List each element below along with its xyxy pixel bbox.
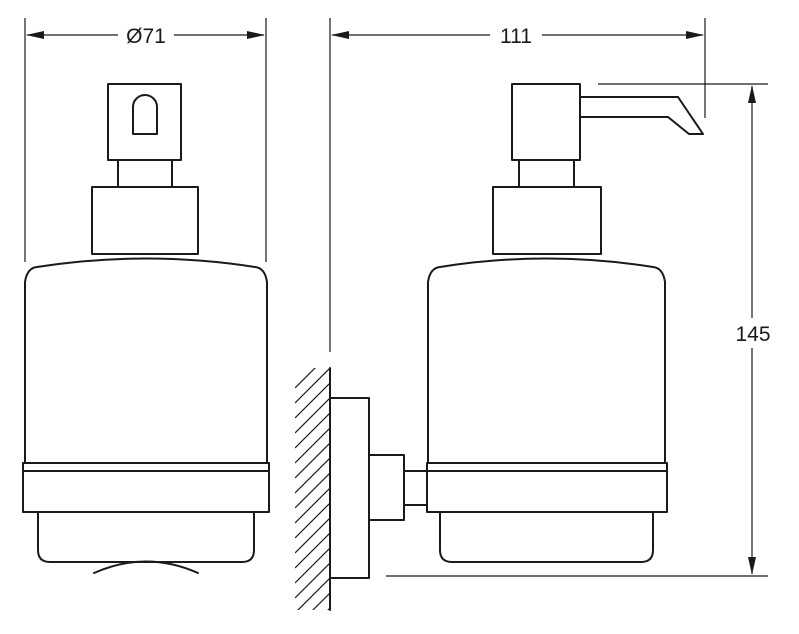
- diameter-arrow-right: [247, 31, 265, 39]
- width-label-bg: [490, 22, 542, 48]
- side-glass-body: [427, 257, 666, 464]
- wall-hatching: [295, 368, 330, 610]
- front-collar: [91, 186, 199, 255]
- side-collar: [492, 186, 602, 255]
- front-holder-ring: [22, 462, 270, 513]
- width-arrow-right: [686, 31, 704, 39]
- front-glass-body: [24, 257, 268, 464]
- height-arrow-bottom: [748, 557, 756, 575]
- front-pump-slot: [132, 94, 158, 135]
- height-arrow-top: [748, 85, 756, 103]
- side-view: 111 145: [295, 18, 776, 611]
- side-holder-ring: [426, 462, 668, 513]
- front-cup: [37, 511, 255, 563]
- width-label: 111: [500, 25, 532, 48]
- diameter-arrow-left: [26, 31, 44, 39]
- front-neck: [117, 159, 173, 188]
- front-pump-head: [107, 83, 182, 161]
- wall-flange: [329, 397, 370, 579]
- side-neck: [518, 159, 575, 188]
- height-label: 145: [735, 323, 770, 346]
- connector-block: [368, 454, 405, 521]
- diameter-label-bg: [118, 22, 174, 48]
- front-bottom-dome: [93, 560, 199, 574]
- side-cup: [439, 511, 654, 563]
- front-view: Ø71: [22, 18, 270, 574]
- diameter-label: Ø71: [126, 25, 166, 48]
- side-spout: [579, 96, 704, 135]
- side-pump-head: [511, 83, 581, 161]
- width-arrow-left: [331, 31, 349, 39]
- height-label-bg: [730, 318, 776, 348]
- connector-pin: [403, 470, 428, 506]
